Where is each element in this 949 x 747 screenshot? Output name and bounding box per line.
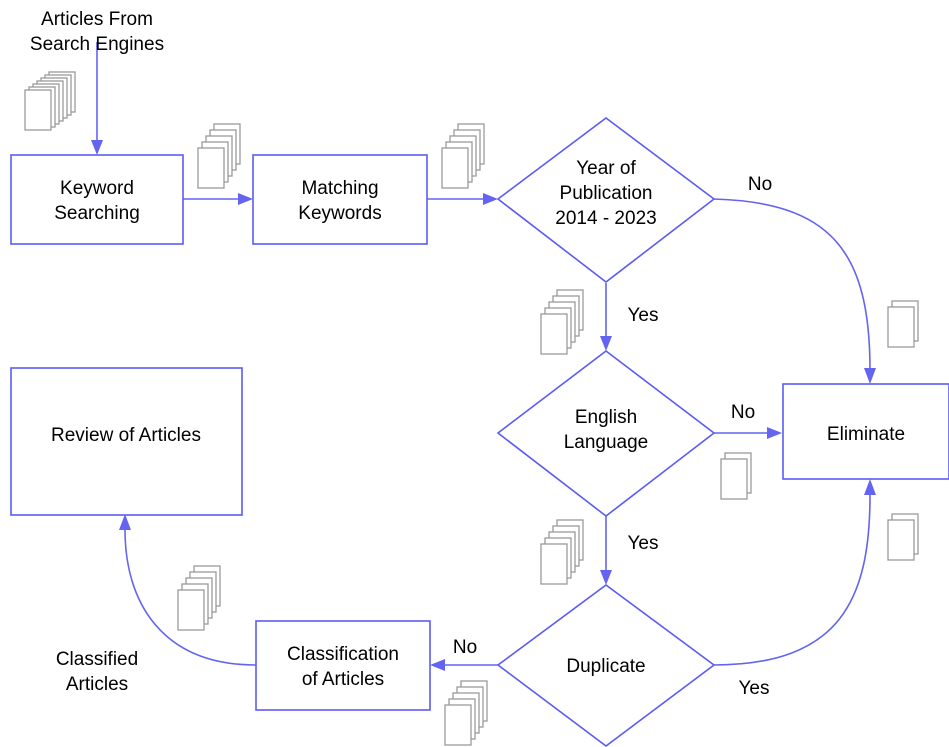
document-stack-icon bbox=[197, 123, 241, 189]
document-stack-icon bbox=[444, 680, 488, 746]
document-stack-icon bbox=[24, 71, 76, 131]
year-line1: Year of bbox=[576, 158, 636, 179]
node-matching-keywords: Matching Keywords bbox=[252, 154, 428, 245]
node-keyword-searching: Keyword Searching bbox=[10, 154, 184, 245]
classified-label-line1: Classified bbox=[56, 649, 138, 670]
eliminate-label: Eliminate bbox=[827, 424, 905, 445]
document-stack-icon bbox=[177, 565, 221, 631]
source-label-line1: Articles From bbox=[41, 9, 153, 30]
year-line2: Publication bbox=[560, 183, 653, 204]
document-stack-icon bbox=[720, 452, 752, 500]
document-stack-icon bbox=[887, 300, 919, 348]
classified-label-line2: Articles bbox=[66, 674, 128, 695]
review-label: Review of Articles bbox=[51, 425, 201, 446]
document-stack-icon bbox=[540, 289, 584, 355]
document-stack-icon bbox=[540, 519, 584, 585]
document-stack-icon bbox=[887, 513, 919, 561]
year-line3: 2014 - 2023 bbox=[555, 208, 656, 229]
node-year-of-publication: Year of Publication 2014 - 2023 bbox=[496, 117, 716, 284]
edge-duplicate-yes-to-eliminate bbox=[712, 494, 871, 666]
node-classification-of-articles: Classification of Articles bbox=[255, 620, 431, 711]
edge-year-no-to-eliminate bbox=[712, 198, 871, 371]
english-yes-label: Yes bbox=[628, 533, 659, 554]
matching-keywords-line2: Keywords bbox=[298, 203, 381, 224]
node-review-of-articles: Review of Articles bbox=[10, 367, 243, 516]
node-duplicate: Duplicate bbox=[496, 584, 716, 747]
english-no-label: No bbox=[731, 402, 755, 423]
keyword-searching-line2: Searching bbox=[54, 203, 140, 224]
english-line1: English bbox=[575, 407, 637, 428]
classification-line2: of Articles bbox=[302, 669, 384, 690]
keyword-searching-line1: Keyword bbox=[60, 178, 134, 199]
edges bbox=[91, 42, 876, 671]
source-label-line2: Search Engines bbox=[30, 34, 164, 55]
node-english-language: English Language bbox=[496, 349, 716, 518]
document-stack-icon bbox=[441, 123, 485, 189]
duplicate-line1: Duplicate bbox=[566, 656, 645, 677]
year-no-label: No bbox=[748, 174, 772, 195]
year-yes-label: Yes bbox=[628, 305, 659, 326]
matching-keywords-line1: Matching bbox=[301, 178, 378, 199]
duplicate-yes-label: Yes bbox=[739, 678, 770, 699]
english-line2: Language bbox=[564, 432, 649, 453]
duplicate-no-label: No bbox=[453, 637, 477, 658]
edge-classification-to-review bbox=[124, 529, 257, 666]
node-eliminate: Eliminate bbox=[782, 383, 949, 480]
classification-line1: Classification bbox=[287, 644, 399, 665]
